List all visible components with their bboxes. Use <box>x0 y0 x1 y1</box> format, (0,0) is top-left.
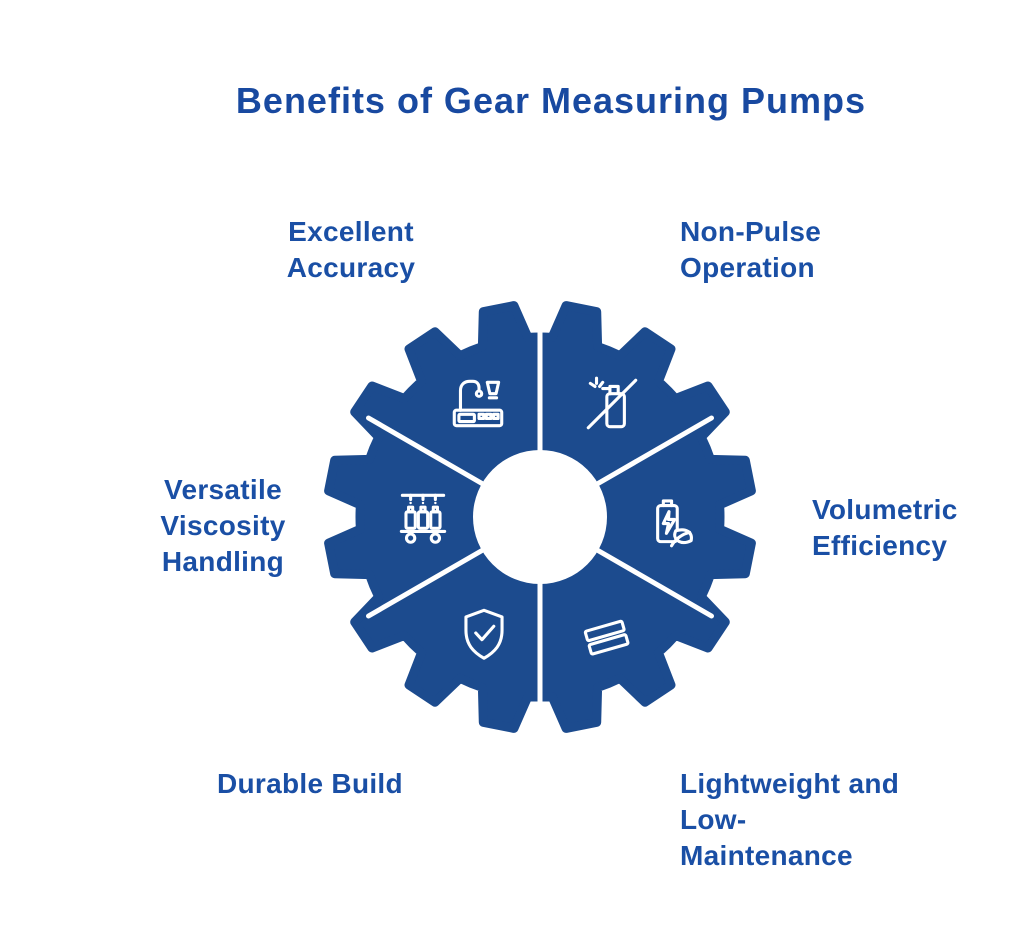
label-excellent-accuracy: Excellent Accuracy <box>286 216 416 283</box>
segment-divider-upper-right <box>585 415 714 492</box>
gear-center-hole <box>473 450 607 584</box>
label-versatile-viscosity-handling: Versatile Viscosity Handling <box>160 474 286 577</box>
shield-check-icon <box>451 601 517 667</box>
gear-graphic <box>324 301 756 733</box>
page-title: Benefits of Gear Measuring Pumps <box>235 80 867 121</box>
metal-sheets-icon <box>574 604 640 670</box>
spray-can-crossed-icon <box>579 371 645 437</box>
battery-leaf-icon <box>636 488 702 554</box>
label-non-pulse-operation: Non-Pulse Operation <box>680 216 822 283</box>
label-durable-build: Durable Build <box>217 768 403 799</box>
bottle-conveyor-icon <box>390 485 456 551</box>
segment-divider-upper-left <box>366 415 495 492</box>
measuring-device-icon <box>445 371 511 437</box>
segment-divider-lower-right <box>585 542 714 619</box>
label-lightweight-low-maintenance: Lightweight and Low- Maintenance <box>680 768 900 871</box>
gear-diagram <box>310 287 770 747</box>
label-volumetric-efficiency: Volumetric Efficiency <box>812 494 958 561</box>
segment-divider-lower-left <box>366 542 495 619</box>
